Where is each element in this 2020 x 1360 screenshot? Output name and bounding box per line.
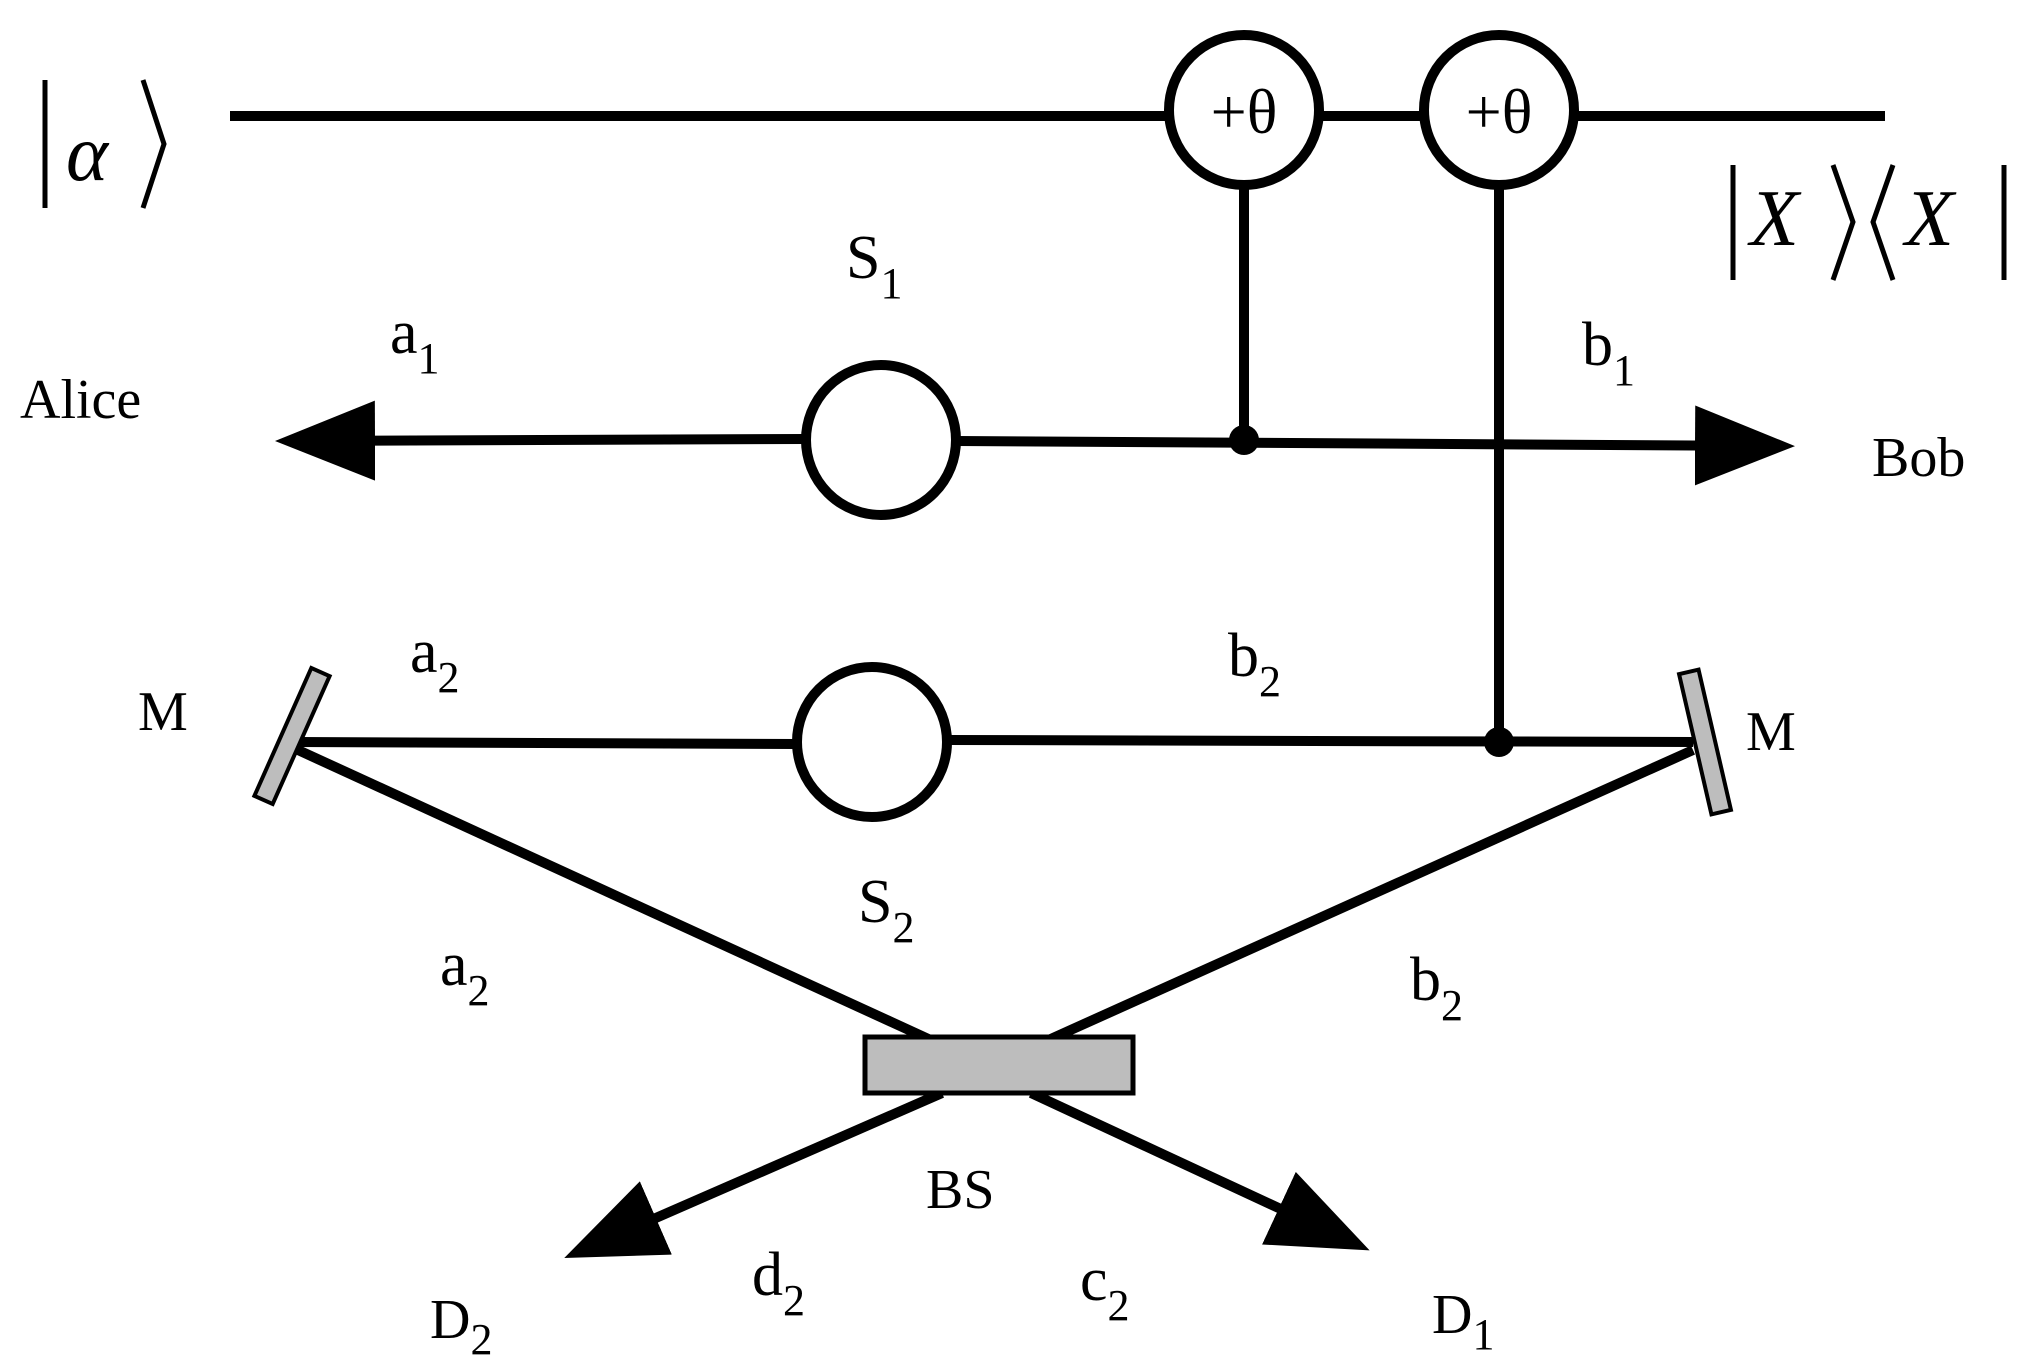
mode-b2-beam-lower xyxy=(1041,745,1696,1047)
mode-a2-beam-upper xyxy=(297,737,797,749)
label-bob: Bob xyxy=(1872,427,1965,489)
label-detector-d1: D1 xyxy=(1432,1284,1494,1359)
measurement-bra-symbol: X xyxy=(1902,175,1957,263)
label-beam-splitter: BS xyxy=(926,1159,995,1221)
mode-a2-beam-lower xyxy=(295,745,938,1047)
phase-gate-2: +θ xyxy=(1419,30,1579,190)
control-dot-1 xyxy=(1229,425,1259,455)
mode-b1-beam xyxy=(956,405,1795,486)
label-mirror-right: M xyxy=(1746,701,1796,763)
label-alice: Alice xyxy=(20,369,141,431)
control-dot-2 xyxy=(1484,727,1514,757)
label-detector-d2: D2 xyxy=(430,1289,492,1360)
label-s2: S2 xyxy=(858,868,914,952)
label-c2-mode: c2 xyxy=(1080,1246,1130,1330)
output-c2-beam xyxy=(1028,1088,1370,1251)
label-b2-lower: b2 xyxy=(1410,946,1463,1030)
input-state-symbol: α xyxy=(66,110,110,198)
label-b1: b1 xyxy=(1582,311,1635,395)
label-mirror-left: M xyxy=(138,681,188,743)
phase-gate-1: +θ xyxy=(1164,30,1324,190)
mirror-right xyxy=(1676,667,1734,817)
label-b2-upper: b2 xyxy=(1228,622,1281,706)
label-a2-lower: a2 xyxy=(440,931,490,1015)
source-s2 xyxy=(792,662,952,822)
mode-a1-beam xyxy=(275,400,806,481)
label-a1: a1 xyxy=(390,299,440,383)
output-d2-beam xyxy=(564,1088,945,1259)
label-d2-mode: d2 xyxy=(752,1241,805,1325)
measurement-projector: X X xyxy=(1730,164,2007,281)
phase-gate-1-label: +θ xyxy=(1211,76,1278,147)
mode-b2-beam-upper xyxy=(947,735,1694,747)
input-state-ket: α xyxy=(42,79,167,209)
beam-splitter xyxy=(862,1034,1136,1096)
label-s1: S1 xyxy=(846,224,902,308)
label-a2-upper: a2 xyxy=(410,618,460,702)
measurement-ket-symbol: X xyxy=(1747,175,1802,263)
source-s1 xyxy=(801,360,961,520)
mirror-left xyxy=(251,665,333,807)
phase-gate-2-label: +θ xyxy=(1466,76,1533,147)
